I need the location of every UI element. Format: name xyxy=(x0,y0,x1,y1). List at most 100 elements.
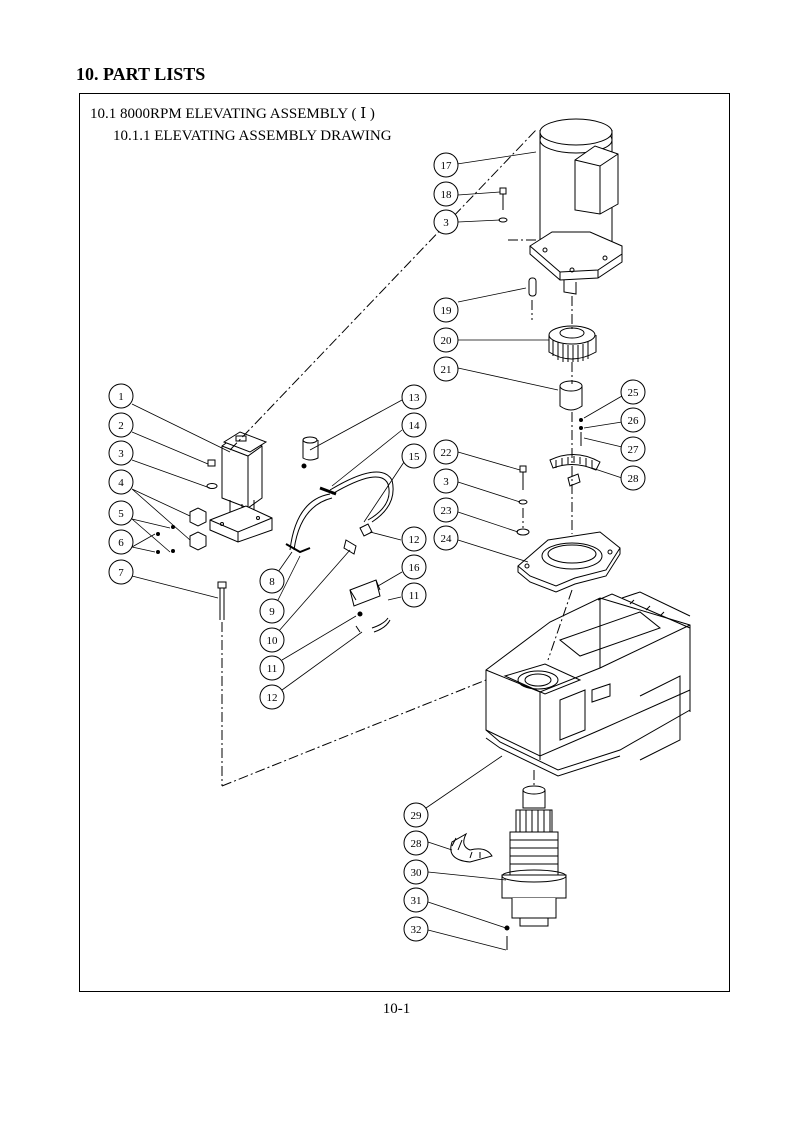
air-cylinder xyxy=(209,431,273,543)
callout: 23 xyxy=(433,497,459,523)
callout-number: 25 xyxy=(628,387,640,399)
callout-number: 3 xyxy=(118,448,124,460)
callout: 5 xyxy=(108,500,134,526)
long-bolt xyxy=(217,581,227,620)
callout: 30 xyxy=(403,859,429,885)
spindle-screws xyxy=(504,925,510,950)
sleeve xyxy=(559,380,583,411)
callout-number: 28 xyxy=(628,473,640,485)
callout-number: 13 xyxy=(409,392,421,404)
callout-number: 23 xyxy=(441,505,453,517)
callout: 27 xyxy=(620,436,646,462)
servo-motor xyxy=(529,118,623,295)
subsection-title: 10.1 8000RPM ELEVATING ASSEMBLY ( Ⅰ ) xyxy=(90,106,375,122)
callout: 17 xyxy=(433,152,459,178)
callout: 16 xyxy=(401,554,427,580)
callout-number: 24 xyxy=(441,533,453,545)
callout-number: 15 xyxy=(409,451,421,463)
spindle xyxy=(501,785,567,927)
callout: 9 xyxy=(259,598,285,624)
callout-number: 10 xyxy=(267,635,279,647)
callout-number: 6 xyxy=(118,537,124,549)
motor-bracket xyxy=(517,531,621,593)
callout: 2 xyxy=(108,412,134,438)
callout-number: 29 xyxy=(411,810,423,822)
callout: 25 xyxy=(620,379,646,405)
callout-number: 21 xyxy=(441,364,452,376)
callout: 28 xyxy=(620,465,646,491)
callout-number: 28 xyxy=(411,838,423,850)
motor-bolt xyxy=(498,187,508,223)
callout: 32 xyxy=(403,916,429,942)
key xyxy=(528,277,537,297)
callout-number: 3 xyxy=(443,217,449,229)
callout-number: 22 xyxy=(441,447,452,459)
air-hose xyxy=(285,471,394,554)
callout: 21 xyxy=(433,356,459,382)
callout-number: 26 xyxy=(628,415,640,427)
nut-washer xyxy=(206,459,218,489)
brackets xyxy=(156,507,207,554)
callout: 28 xyxy=(403,830,429,856)
callout-number: 14 xyxy=(409,420,421,432)
callout-number: 7 xyxy=(118,567,124,579)
callout: 1 xyxy=(108,383,134,409)
callout-number: 5 xyxy=(118,508,124,520)
callout: 11 xyxy=(401,582,427,608)
callout: 29 xyxy=(403,802,429,828)
callout-number: 17 xyxy=(441,160,453,172)
callout: 12 xyxy=(259,684,285,710)
callout: 15 xyxy=(401,443,427,469)
drawing-frame xyxy=(79,93,730,992)
silencer xyxy=(301,436,319,469)
bracket-bolt xyxy=(516,465,530,536)
callout-number: 11 xyxy=(409,590,420,602)
callout-number: 11 xyxy=(267,663,278,675)
callout: 31 xyxy=(403,887,429,913)
callout: 8 xyxy=(259,568,285,594)
callout-number: 18 xyxy=(441,189,453,201)
timing-belt-lower xyxy=(450,832,493,863)
callout: 7 xyxy=(108,559,134,585)
callout: 3 xyxy=(108,440,134,466)
callout-number: 9 xyxy=(269,606,275,618)
callout: 10 xyxy=(259,627,285,653)
callout-number: 2 xyxy=(118,420,124,432)
callout-number: 32 xyxy=(411,924,422,936)
callout: 19 xyxy=(433,297,459,323)
callout-number: 3 xyxy=(443,476,449,488)
section-title: 10. PART LISTS xyxy=(76,64,206,84)
callout-number: 16 xyxy=(409,562,421,574)
callouts: 1 2 3 4 5 6 7 8 9 10 11 12 13 14 15 16 1… xyxy=(108,152,646,942)
callout: 20 xyxy=(433,327,459,353)
callout: 3 xyxy=(433,209,459,235)
alignment-lines xyxy=(221,129,573,788)
callout-number: 20 xyxy=(441,335,453,347)
timing-pulley xyxy=(548,325,597,362)
small-screws xyxy=(579,418,583,446)
callout: 11 xyxy=(259,655,285,681)
callout: 24 xyxy=(433,525,459,551)
callout-number: 27 xyxy=(628,444,640,456)
page-number: 10-1 xyxy=(382,1001,411,1017)
leader-lines xyxy=(131,151,623,951)
callout-number: 8 xyxy=(269,576,275,588)
callout-number: 19 xyxy=(441,305,453,317)
callout-number: 31 xyxy=(411,895,422,907)
callout: 14 xyxy=(401,412,427,438)
callout-number: 4 xyxy=(118,477,124,489)
callout: 6 xyxy=(108,529,134,555)
timing-belt xyxy=(549,454,601,487)
callout: 13 xyxy=(401,384,427,410)
callout-number: 12 xyxy=(409,534,420,546)
callout: 18 xyxy=(433,181,459,207)
callout-number: 12 xyxy=(267,692,278,704)
callout-number: 30 xyxy=(411,867,423,879)
callout-number: 1 xyxy=(118,391,124,403)
callout: 4 xyxy=(108,469,134,495)
callout: 22 xyxy=(433,439,459,465)
callout: 12 xyxy=(401,526,427,552)
fittings xyxy=(343,523,391,633)
callout: 3 xyxy=(433,468,459,494)
